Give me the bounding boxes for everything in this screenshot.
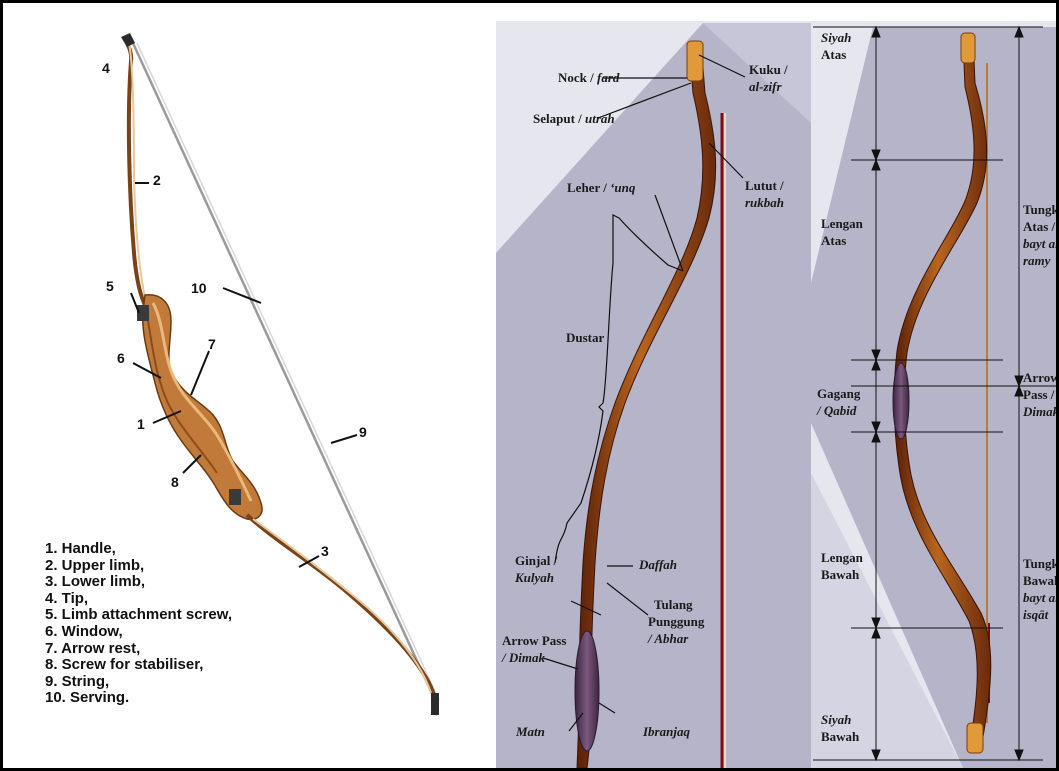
label-lutut: Lutut /rukbah	[745, 177, 784, 211]
grip	[893, 363, 909, 439]
label-daffah: Daffah	[639, 556, 677, 573]
label-ginjal: Ginjal /Kulyah	[515, 552, 557, 586]
label-leher: Leher / ‘unq	[567, 179, 635, 196]
label-gagang: Gagang/ Qabid	[817, 385, 860, 419]
label-dustar: Dustar	[566, 329, 604, 346]
nock-siyah	[687, 41, 703, 81]
grip	[575, 631, 599, 751]
label-ibranjaq: Ibranjaq	[643, 723, 690, 740]
label-arrow-pass: Arrow Pass/ Dimak	[502, 632, 566, 666]
label-matn: Matn	[516, 723, 545, 740]
label-nock: Nock / fard	[558, 69, 619, 86]
label-selaput: Selaput / utrah	[533, 110, 615, 127]
label-kuku: Kuku /al-zifr	[749, 61, 788, 95]
